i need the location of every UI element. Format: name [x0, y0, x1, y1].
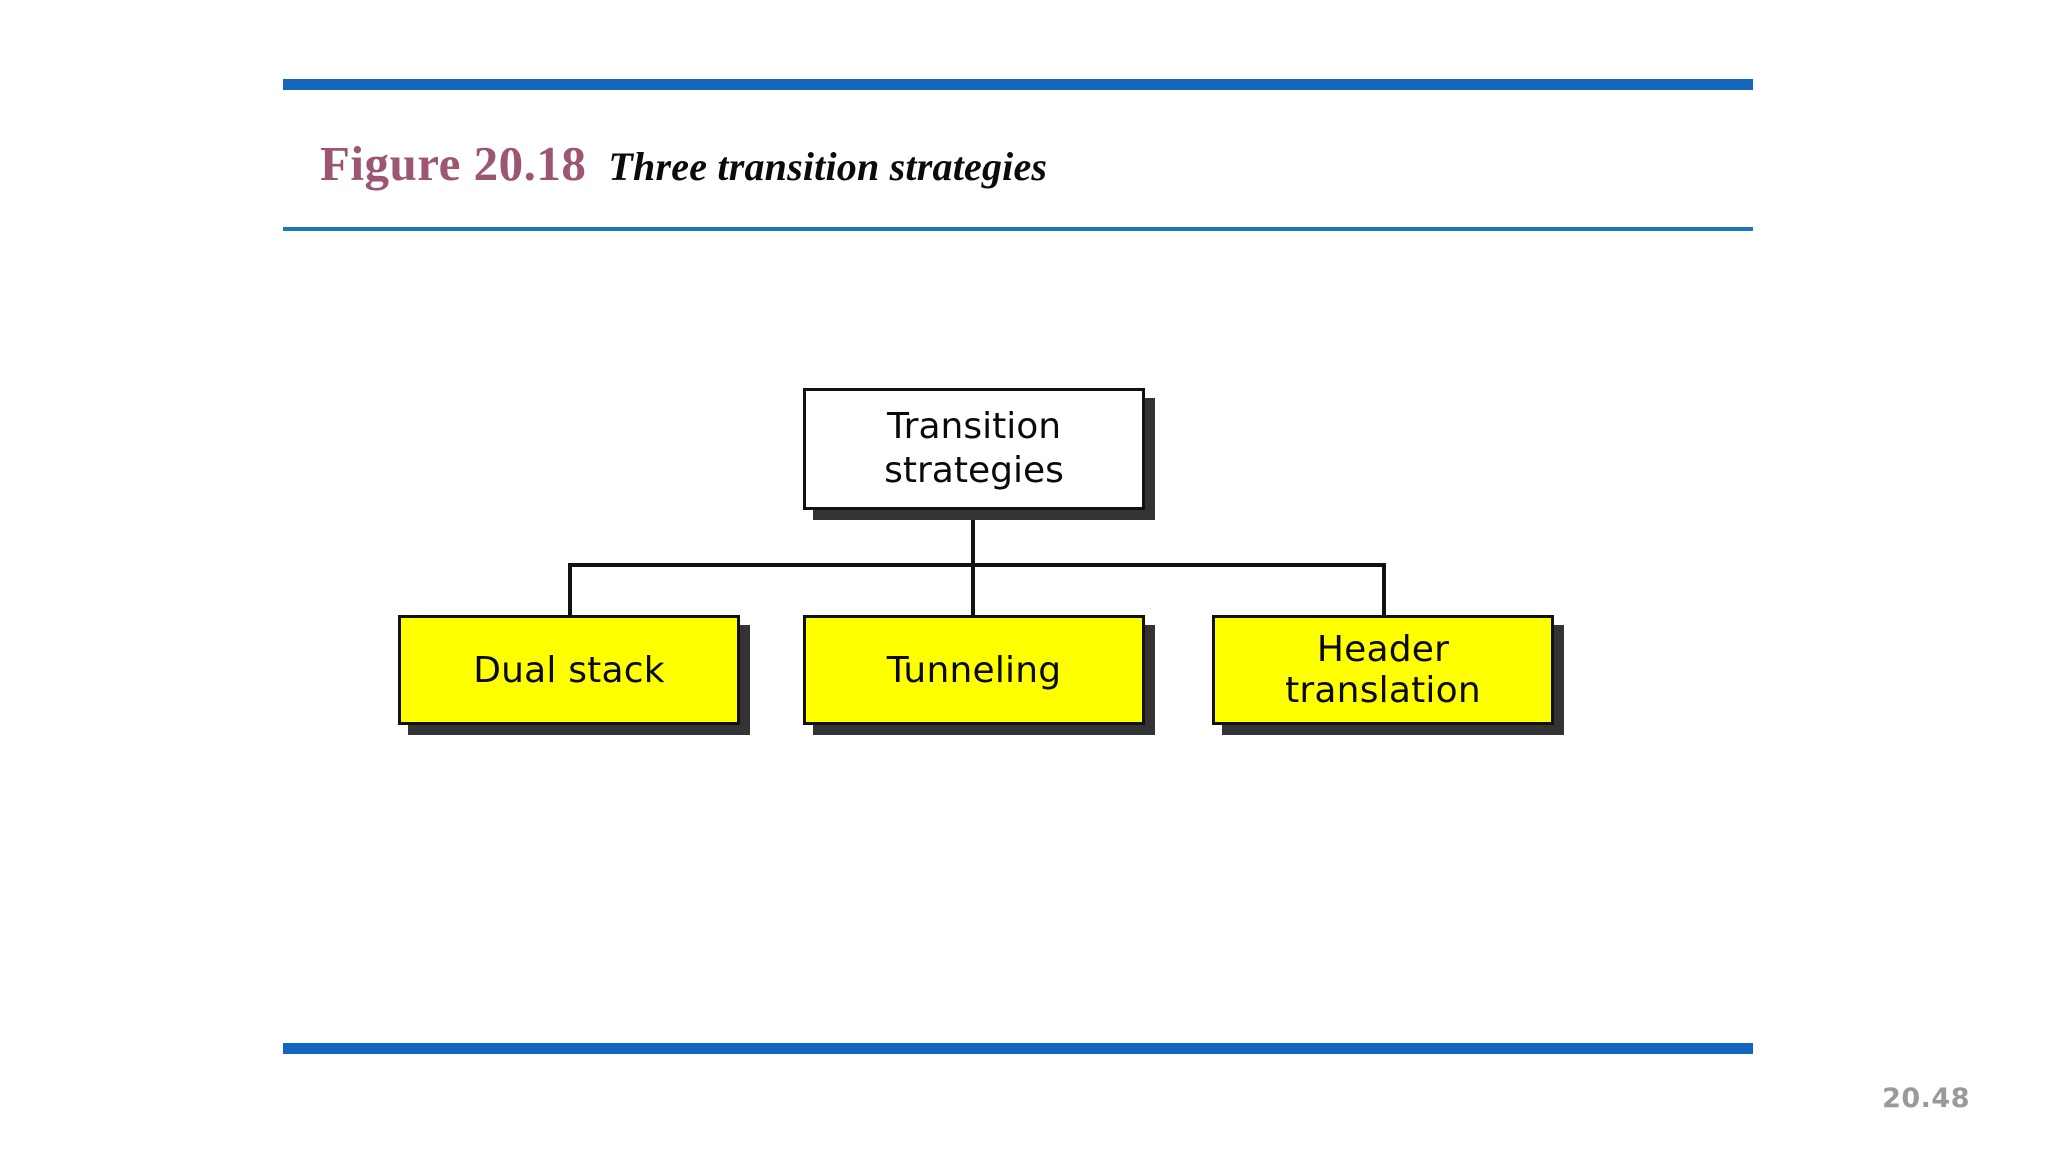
- page-number: 20.48: [1882, 1083, 1970, 1114]
- node-label-line-1: Transition: [886, 406, 1062, 448]
- connector-drop-header-translation: [1382, 563, 1386, 617]
- node-tunneling[interactable]: Tunneling: [803, 615, 1145, 725]
- node-transition-strategies[interactable]: Transition strategies: [803, 388, 1145, 510]
- node-header-translation-label: Header translation: [1285, 629, 1481, 711]
- node-label-line-2: strategies: [884, 450, 1064, 491]
- node-tunneling-label: Tunneling: [886, 649, 1062, 691]
- connector-horizontal-bus: [568, 563, 1386, 567]
- connector-drop-dual-stack: [568, 563, 572, 617]
- node-dual-stack[interactable]: Dual stack: [398, 615, 740, 725]
- node-header-translation[interactable]: Header translation: [1212, 615, 1554, 725]
- footer-accent-bar: [283, 1043, 1753, 1054]
- header-divider-rule: [283, 227, 1753, 231]
- connector-root-stem: [971, 512, 975, 566]
- node-transition-strategies-label: Transition strategies: [884, 405, 1064, 493]
- page-title: Figure 20.18 Three transition strategies: [320, 135, 1047, 197]
- connector-drop-tunneling: [971, 563, 975, 617]
- figure-caption: Three transition strategies: [608, 144, 1048, 189]
- header-accent-bar: [283, 79, 1753, 90]
- node-dual-stack-label: Dual stack: [473, 649, 665, 691]
- figure-number-label: Figure 20.18: [320, 136, 587, 191]
